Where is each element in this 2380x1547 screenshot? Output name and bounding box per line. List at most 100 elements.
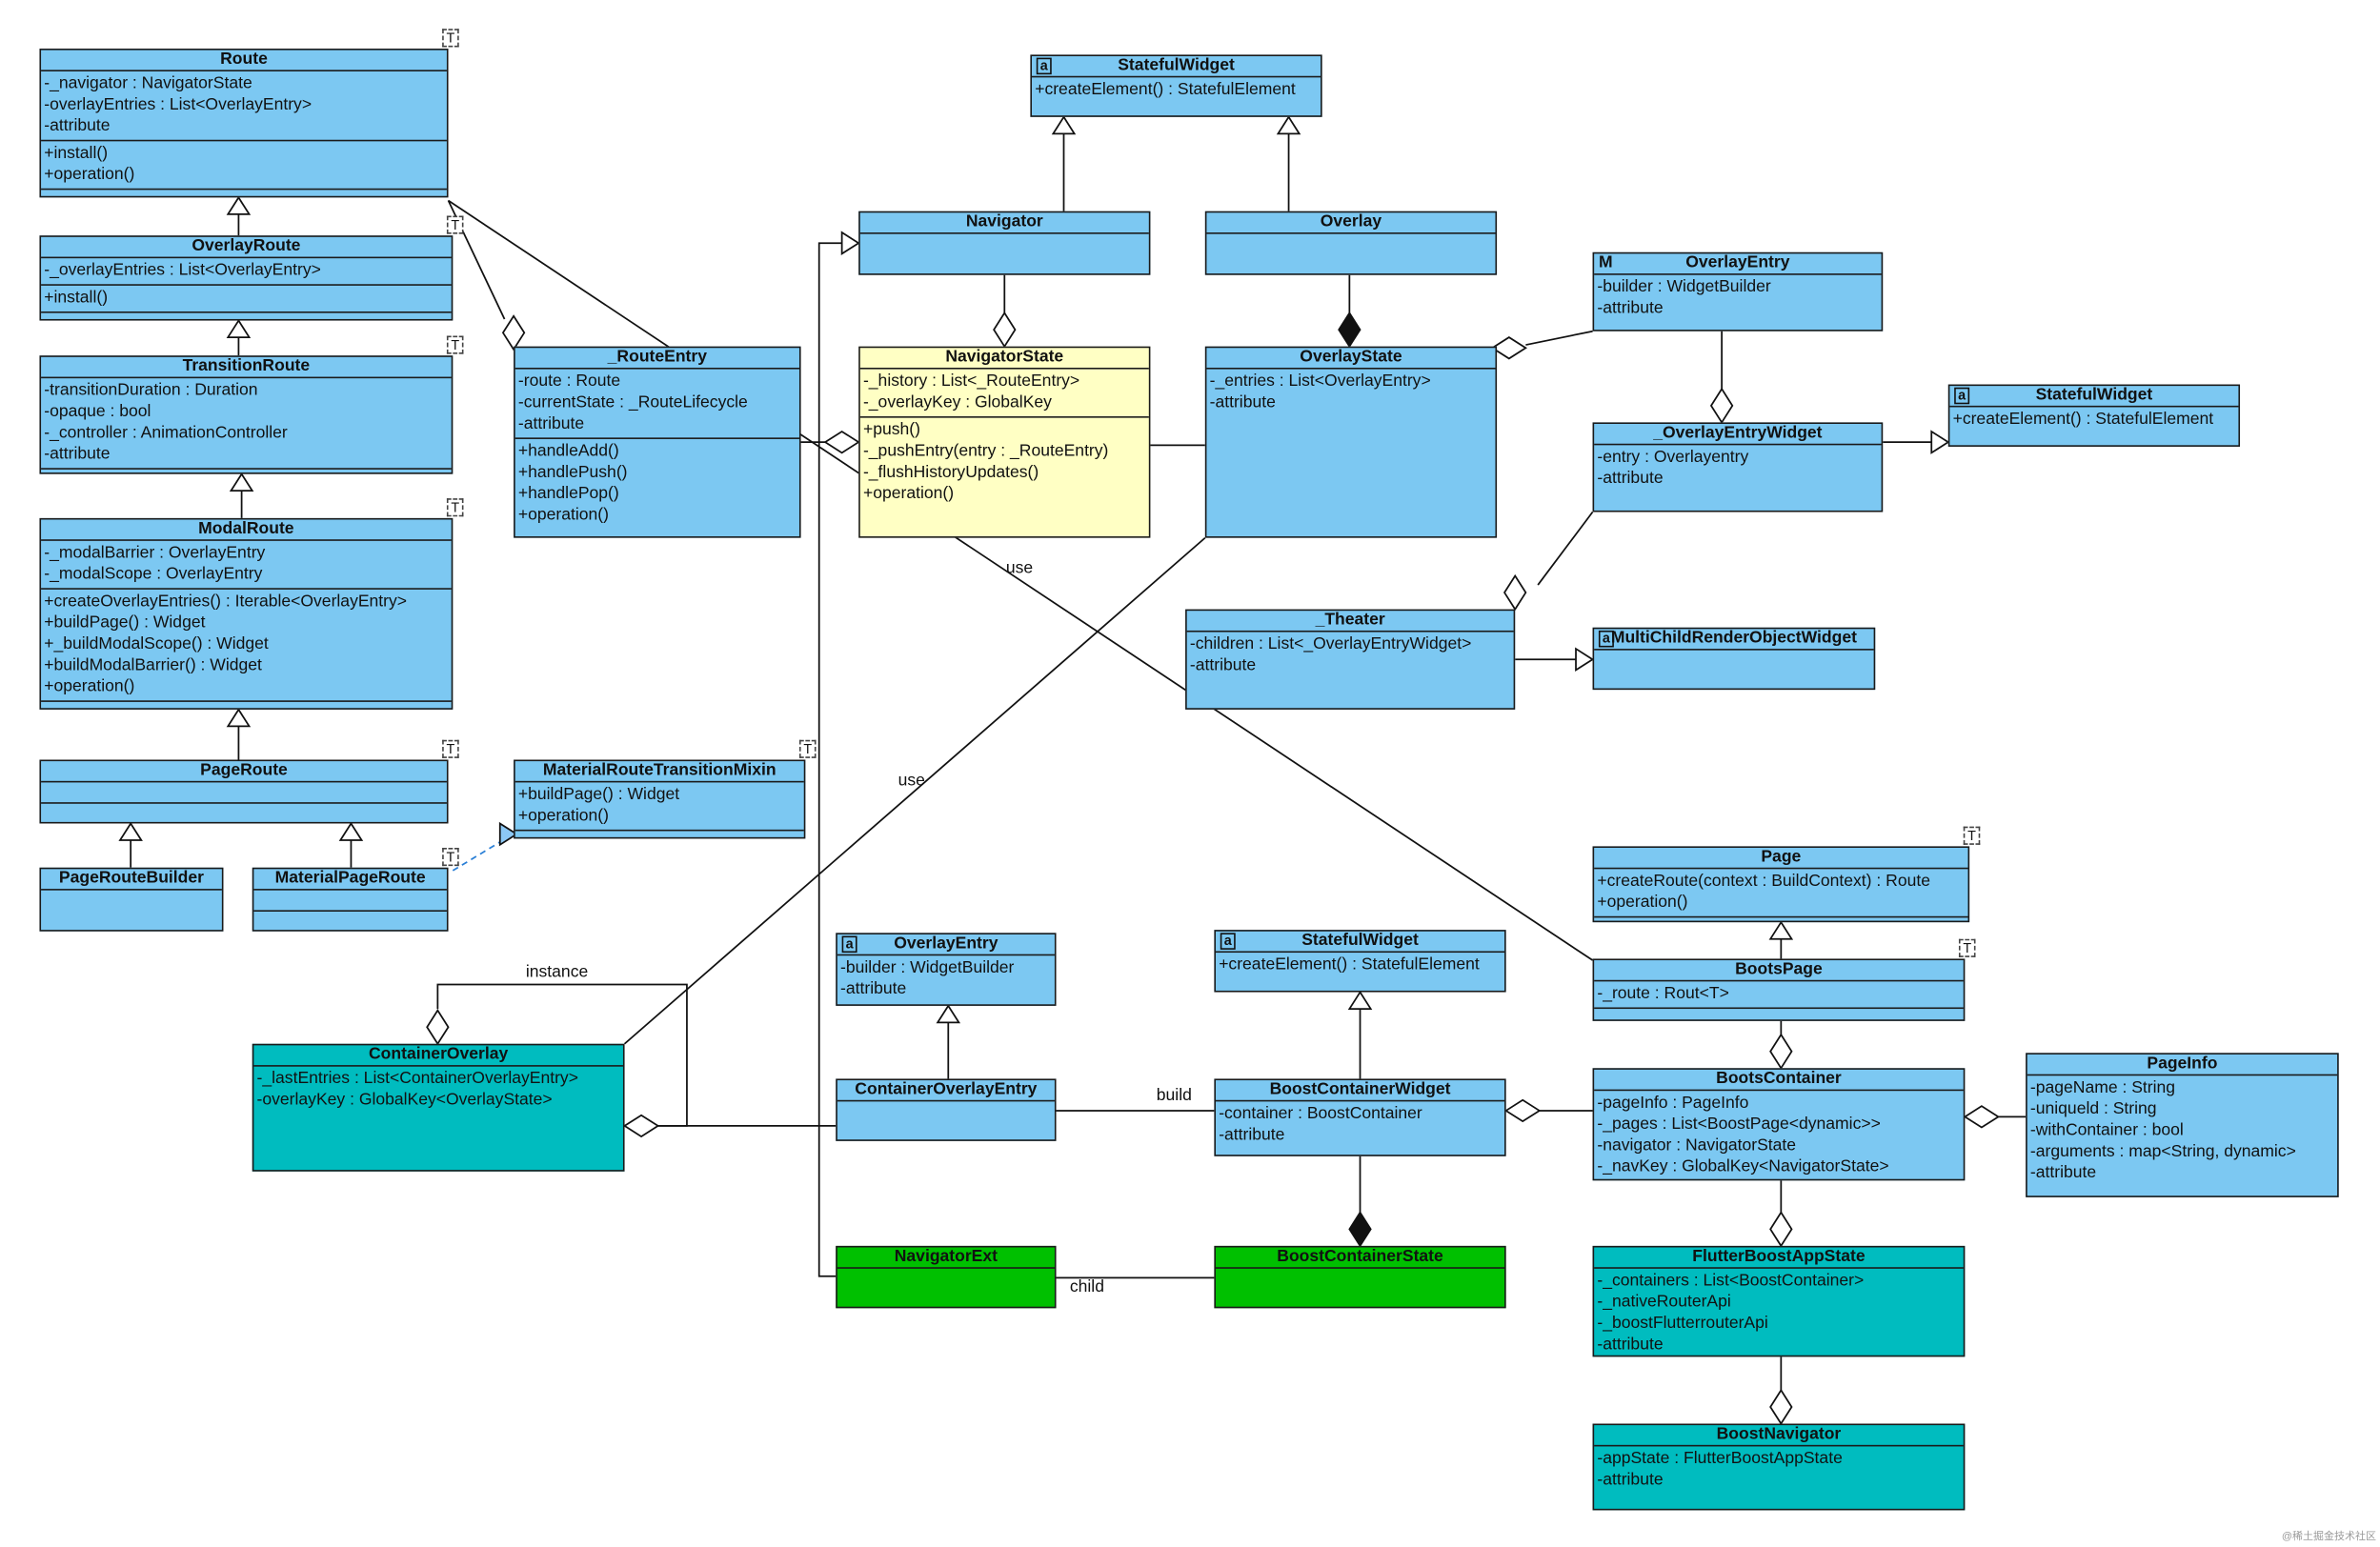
template-parameter-box: T xyxy=(798,739,817,758)
association-route-bootspage xyxy=(448,199,1594,961)
attribute-row: -_history : List<_RouteEntry> xyxy=(862,372,1080,391)
class-name-text: BoostContainerState xyxy=(1277,1247,1443,1266)
class-name-text: PageRouteBuilder xyxy=(58,869,205,888)
class-name: _OverlayEntryWidget xyxy=(1594,424,1882,446)
class-theater: _Theater-children : List<_OverlayEntryWi… xyxy=(1185,609,1516,710)
attribute-row: -_navKey : GlobalKey<NavigatorState> xyxy=(1597,1157,1889,1176)
attributes-section: -route : Route-currentState : _RouteLife… xyxy=(514,370,799,439)
class-modal-route: ModalRoute-_modalBarrier : OverlayEntry-… xyxy=(39,498,464,710)
attributes-section: +createElement() : StatefulElement xyxy=(1949,407,2238,432)
attributes-section: +createElement() : StatefulElement xyxy=(1032,77,1321,103)
class-name-text: StatefulWidget xyxy=(1118,56,1235,75)
class-name-text: FlutterBoostAppState xyxy=(1692,1247,1866,1266)
class-name: Route xyxy=(41,50,447,71)
label-use-mid: use xyxy=(898,772,925,791)
attribute-row: -attribute xyxy=(44,116,111,135)
class-route-entry: _RouteEntry -route : Route-currentState :… xyxy=(514,346,801,538)
label-child: child xyxy=(1069,1277,1104,1296)
watermark: @稀土掘金技术社区 xyxy=(2281,1531,2376,1542)
class-flutter-boost-app-state: FlutterBoostAppState-_containers : List<… xyxy=(1592,1245,1966,1357)
generalization-arrow xyxy=(226,708,252,728)
attribute-row: -attribute xyxy=(1597,1336,1664,1355)
realization-materialpageroute-mixin xyxy=(452,839,504,872)
class-name: BootsContainer xyxy=(1594,1069,1964,1092)
attributes-section xyxy=(837,1101,1055,1121)
attribute-row: -container : BoostContainer xyxy=(1219,1104,1422,1123)
class-name-text: OverlayRoute xyxy=(192,236,301,255)
attribute-row: -_modalScope : OverlayEntry xyxy=(44,565,263,584)
attributes-section: -_overlayEntries : List<OverlayEntry> xyxy=(41,258,452,286)
attribute-row: -pageName : String xyxy=(2029,1078,2176,1097)
attribute-row: -_route : Rout<T> xyxy=(1597,984,1729,1003)
operation-row: +handlePop() xyxy=(517,484,619,503)
attribute-row: -arguments : map<String, dynamic> xyxy=(2029,1142,2296,1161)
attribute-row: -_overlayKey : GlobalKey xyxy=(862,393,1052,412)
class-page-info: PageInfo-pageName : String-uniqueld : St… xyxy=(2026,1053,2339,1197)
class-name: ContainerOverlayEntry xyxy=(837,1080,1055,1102)
attribute-row: -navigator : NavigatorState xyxy=(1597,1136,1797,1155)
label-instance: instance xyxy=(525,963,589,982)
class-name-text: BootsPage xyxy=(1735,960,1823,979)
attributes-section: -_lastEntries : List<ContainerOverlayEnt… xyxy=(253,1067,623,1114)
dependency-containeroverlay-overlaystate xyxy=(623,536,1206,1045)
aggregation-diamond xyxy=(1709,387,1734,425)
class-name-text: _RouteEntry xyxy=(607,348,707,367)
class-name: NavigatorState xyxy=(859,348,1149,370)
attributes-section: -_history : List<_RouteEntry> -_overlayKe… xyxy=(859,370,1149,418)
operations-section: +install() xyxy=(41,286,452,313)
attribute-row: +createElement() : StatefulElement xyxy=(1035,80,1296,99)
class-name: _Theater xyxy=(1186,611,1514,633)
class-name-text: BootsContainer xyxy=(1716,1069,1842,1089)
attributes-section: -container : BoostContainer-attribute xyxy=(1216,1101,1504,1148)
attribute-row: +createElement() : StatefulElement xyxy=(1219,955,1480,974)
attribute-row: -_controller : AnimationController xyxy=(44,424,288,443)
attribute-row: -attribute xyxy=(2029,1163,2097,1182)
attributes-section xyxy=(41,782,447,804)
aggregation-overlaystate-overlayentry xyxy=(1525,330,1593,346)
class-boots-page: BootsPage -_route : Rout<T> T xyxy=(1592,938,1976,1021)
class-name-text: PageRoute xyxy=(200,761,288,780)
class-name-text: NavigatorExt xyxy=(894,1247,998,1266)
aggregation-diamond xyxy=(501,314,526,352)
attribute-row: -builder : WidgetBuilder xyxy=(1597,277,1771,297)
class-navigator-ext: NavigatorExt xyxy=(836,1245,1057,1309)
attributes-section: +buildPage() : Widget+operation() xyxy=(514,782,804,832)
aggregation-diamond xyxy=(426,1009,450,1046)
attributes-section: -_modalBarrier : OverlayEntry-_modalScop… xyxy=(41,541,452,590)
operation-row: +handlePush() xyxy=(517,463,628,482)
aggregation-theater-overlayentrywidget xyxy=(1537,511,1594,586)
generalization-arrow xyxy=(229,472,254,492)
stereotype-badge: a xyxy=(1220,933,1236,950)
class-material-route-transition-mixin: MaterialRouteTransitionMixin+buildPage()… xyxy=(514,739,817,839)
attribute-row: -withContainer : bool xyxy=(2029,1121,2184,1140)
generalization-arrow xyxy=(1276,115,1301,135)
attribute-row: -overlayKey : GlobalKey<OverlayState> xyxy=(256,1091,553,1110)
attributes-section: -entry : Overlayentry-attribute xyxy=(1594,445,1881,492)
template-parameter-box: T xyxy=(442,739,459,758)
attribute-row: -attribute xyxy=(1597,469,1664,488)
class-page: Page+createRoute(context : BuildContext)… xyxy=(1592,826,1981,923)
class-name-text: ContainerOverlay xyxy=(369,1045,509,1064)
class-name: BoostNavigator xyxy=(1594,1425,1964,1447)
operation-row: +install() xyxy=(44,144,109,163)
class-boost-container-widget: BoostContainerWidget-container : BoostCo… xyxy=(1214,1078,1506,1156)
attribute-row: -attribute xyxy=(1209,393,1276,412)
class-name: PageRouteBuilder xyxy=(41,869,222,891)
generalization-arrow xyxy=(226,318,252,338)
attribute-row: -opaque : bool xyxy=(44,402,151,421)
attributes-section xyxy=(41,891,222,911)
attribute-row: -_entries : List<OverlayEntry> xyxy=(1209,372,1431,391)
class-name-text: _OverlayEntryWidget xyxy=(1653,424,1823,443)
aggregation-diamond xyxy=(993,311,1017,349)
class-name-text: StatefulWidget xyxy=(2035,386,2153,405)
operation-row: +buildModalBarrier() : Widget xyxy=(44,656,262,675)
attribute-row: -attribute xyxy=(1597,299,1664,318)
template-parameter-box: T xyxy=(1958,938,1976,957)
attributes-section: -children : List<_OverlayEntryWidget>-at… xyxy=(1187,633,1514,679)
realization-arrow xyxy=(498,821,518,847)
attributes-section xyxy=(1206,234,1495,254)
